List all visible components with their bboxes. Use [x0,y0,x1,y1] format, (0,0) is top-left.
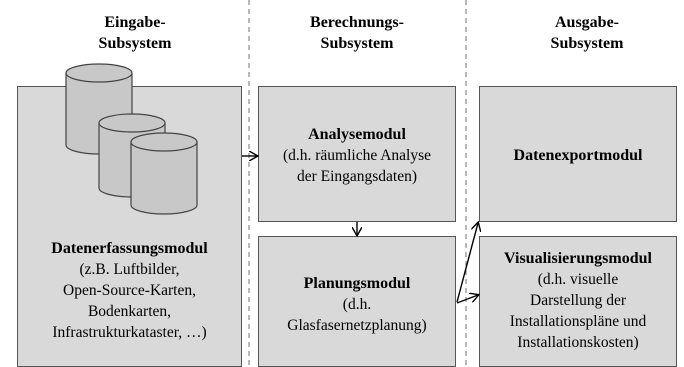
arrow-icon-planung-to-visualisierung [456,295,478,304]
datenerfassungsmodul-line4: Infrastrukturkataster, …) [52,324,207,341]
visualisierungsmodul-line1: (d.h. visuelle [537,271,619,288]
datenerfassungsmodul-line3: Bodenkarten, [87,303,172,320]
planungsmodul-line2: Glasfasernetzplanung) [287,317,427,334]
datenerfassungsmodul-title: Datenerfassungsmodul [51,240,208,257]
analysemodul-line1: (d.h. räumliche Analyse [282,147,432,164]
visualisierungsmodul-line2: Darstellung der [530,292,626,309]
visualisierungsmodul-line3: Installationspläne und [509,313,647,330]
planungsmodul-title: Planungsmodul [303,275,411,292]
header-compute-line2: Subsystem [320,35,394,52]
database-cylinder-icon [65,63,198,215]
header-output-line2: Subsystem [550,35,624,52]
datenerfassungsmodul-text: Datenerfassungsmodul (z.B. Luftbilder, O… [17,238,242,343]
datenexportmodul-text: Datenexportmodul [479,145,677,166]
datenerfassungsmodul-line1: (z.B. Luftbilder, [79,261,180,278]
visualisierungsmodul-line4: Installationskosten) [517,334,639,351]
visualisierungsmodul-text: Visualisierungsmodul (d.h. visuelle Dars… [479,248,677,353]
visualisierungsmodul-title: Visualisierungsmodul [504,250,652,267]
analysemodul-title: Analysemodul [308,126,406,143]
arrow-icon-planung-to-datenexport [456,223,478,303]
visualisierungsmodul-box [479,236,677,367]
header-output-line1: Ausgabe- [554,14,619,31]
analysemodul-text: Analysemodul (d.h. räumliche Analyse der… [258,124,456,187]
database-cylinder-3 [130,132,198,215]
datenexportmodul-title: Datenexportmodul [513,147,643,164]
header-input-subsystem: Eingabe- Subsystem [60,12,210,54]
analysemodul-line2: der Eingangsdaten) [296,168,418,185]
planungsmodul-line1: (d.h. [342,296,372,313]
header-input-line2: Subsystem [98,35,172,52]
planungsmodul-text: Planungsmodul (d.h. Glasfasernetzplanung… [258,273,456,336]
analysemodul-box [258,86,456,222]
datenexportmodul-box [479,86,677,222]
header-compute-line1: Berechnungs- [310,14,404,31]
header-output-subsystem: Ausgabe- Subsystem [512,12,662,54]
datenerfassungsmodul-line2: Open-Source-Karten, [63,282,196,299]
header-input-line1: Eingabe- [104,14,166,31]
header-compute-subsystem: Berechnungs- Subsystem [282,12,432,54]
